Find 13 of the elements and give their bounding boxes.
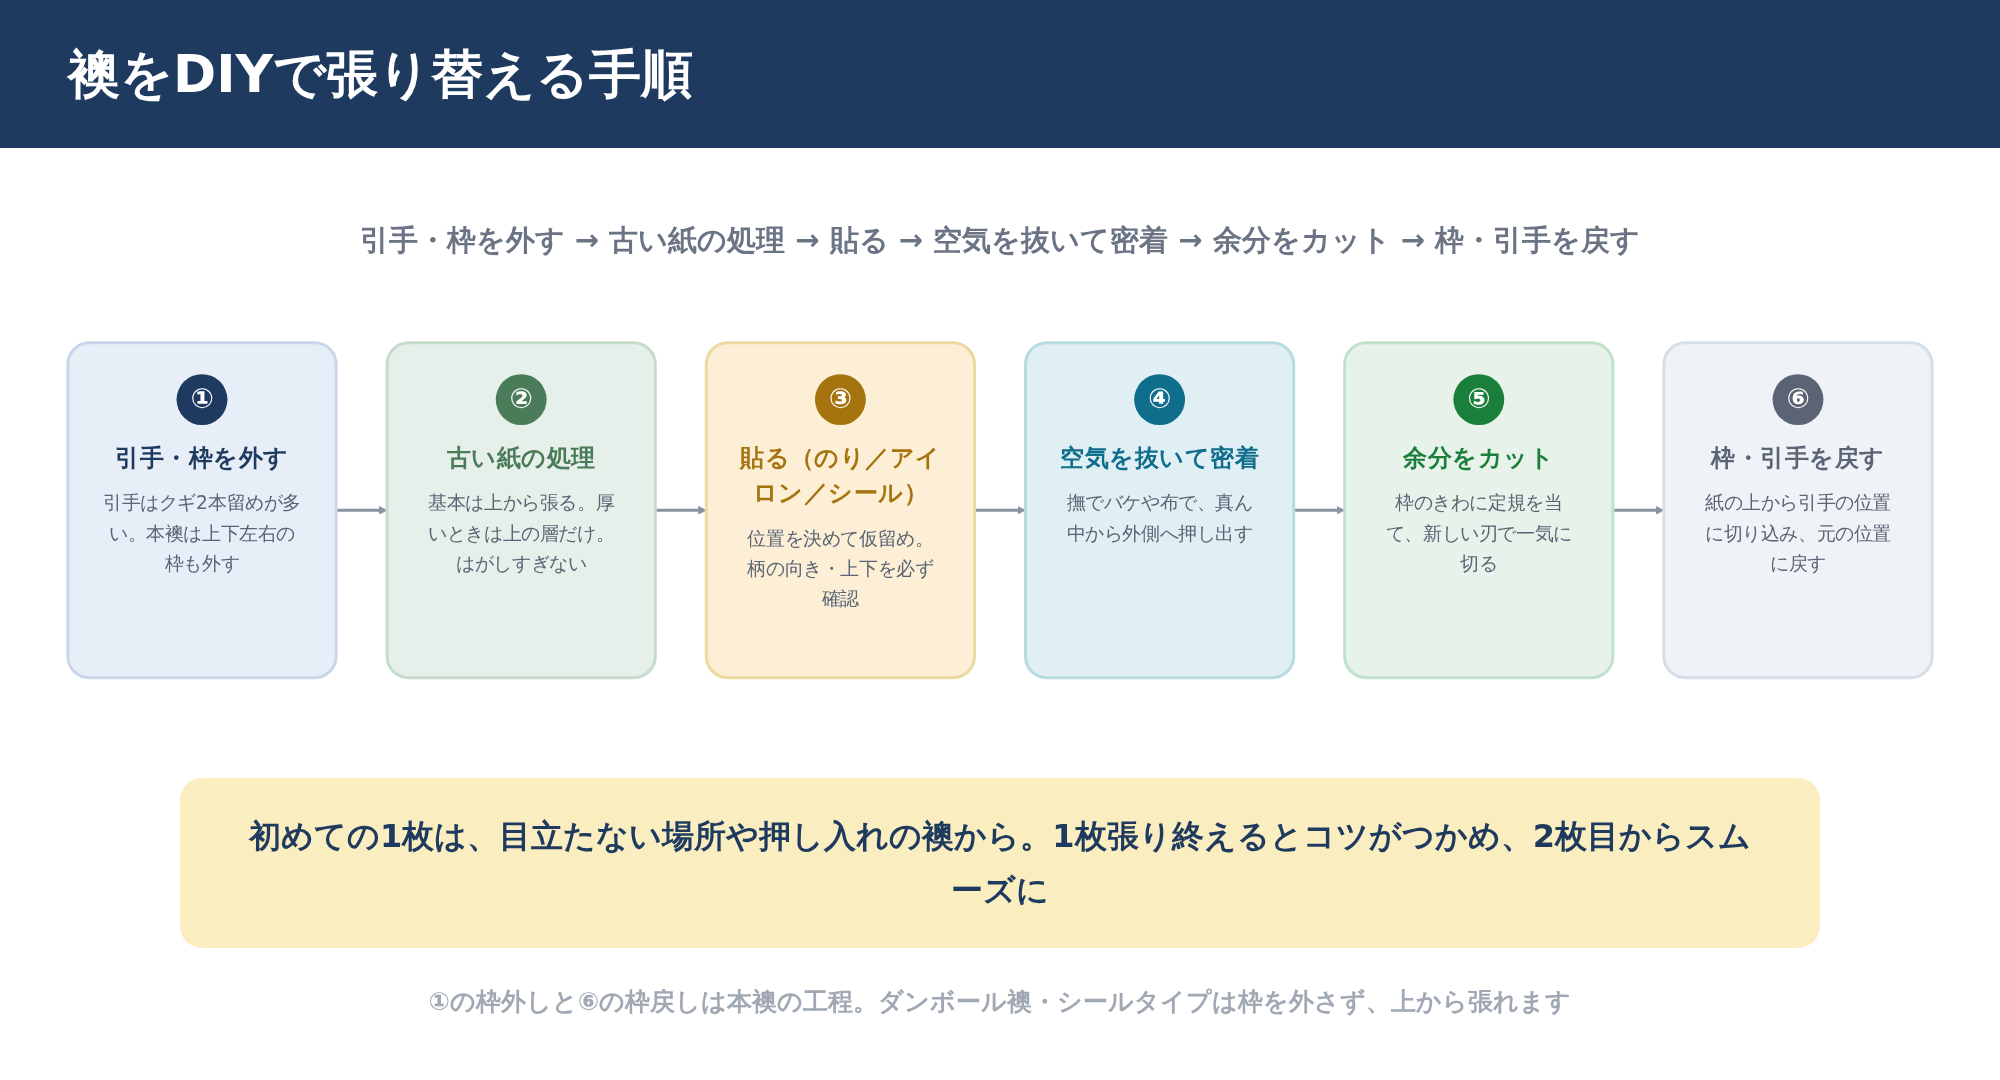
node-box: ⑤ 余分をカット 枠のきわに定規を当て、新しい刃で一気に切る [1343, 341, 1615, 679]
node-box: ④ 空気を抜いて密着 撫でバケや布で、真ん中から外側へ押し出す [1024, 341, 1296, 679]
node-box: ① 引手・枠を外す 引手はクギ2本留めが多い。本襖は上下左右の枠も外す [66, 341, 338, 679]
node-box: ② 古い紙の処理 基本は上から張る。厚いときは上の層だけ。はがしすぎない [385, 341, 657, 679]
arrow [974, 505, 1026, 515]
caption: ①の枠外しと⑥の枠戻しは本襖の工程。ダンボール襖・シールタイプは枠を外さず、上から張れます [428, 987, 1572, 1016]
node-box: ③ 貼る（のり／アイロン／シール） 位置を決めて仮留め。柄の向き・上下を必ず確認 [704, 341, 976, 679]
node-box: ⑥ 枠・引手を戻す 紙の上から引手の位置に切り込み、元の位置に戻す [1662, 341, 1934, 679]
page-title: 襖をDIYで張り替える手順 [68, 43, 694, 106]
arrow [655, 505, 707, 515]
arrow [336, 505, 388, 515]
tip-note: 初めての1枚は、目立たない場所や押し入れの襖から。1枚張り終えるとコツがつかめ、2枚目からスムーズに [180, 778, 1820, 948]
flow-summary: 引手・枠を外す → 古い紙の処理 → 貼る → 空気を抜いて密着 → 余分をカット → 枠・引手を戻す [359, 223, 1641, 257]
